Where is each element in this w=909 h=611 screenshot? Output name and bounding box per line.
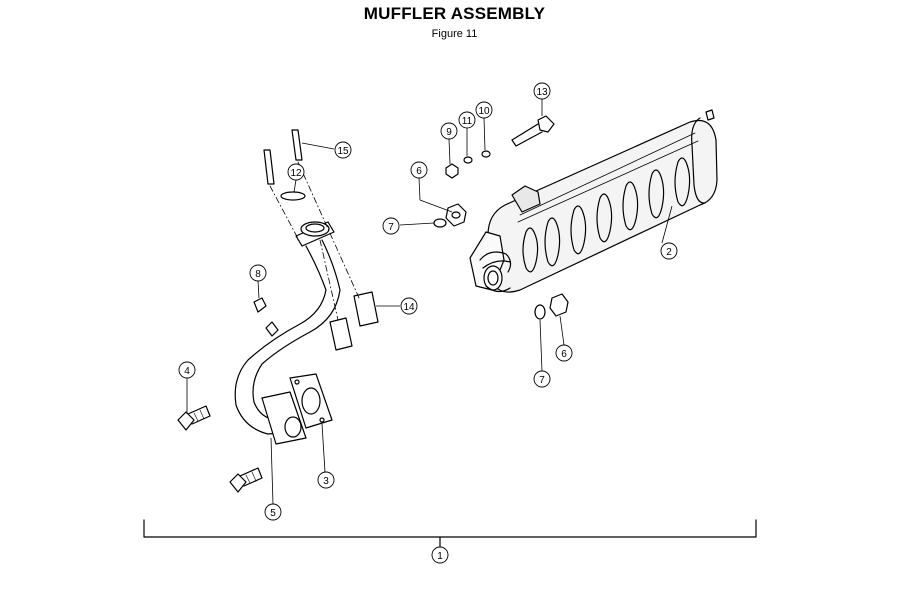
callout-14-label: 14 — [403, 302, 415, 313]
muffler-body — [469, 109, 718, 293]
callout-1-label: 1 — [437, 551, 443, 562]
callout-14 — [400, 297, 418, 315]
callout-6b — [555, 344, 573, 362]
callout-2 — [660, 242, 678, 260]
callout-3-label: 3 — [323, 476, 329, 487]
callout-8 — [249, 264, 267, 282]
nut-9 — [445, 163, 459, 179]
callout-7b — [533, 370, 551, 388]
lockwasher-11 — [463, 156, 473, 164]
callout-4-label: 4 — [184, 366, 190, 377]
sleeves — [329, 291, 379, 351]
callout-9 — [440, 122, 458, 140]
callout-5-label: 5 — [270, 508, 276, 519]
exhaust-pipe — [234, 221, 341, 445]
callout-10-label: 10 — [478, 106, 490, 117]
callout-6 — [410, 161, 428, 179]
callout-7 — [382, 217, 400, 235]
bolt-upper — [177, 405, 211, 431]
washer-lower — [534, 304, 546, 320]
nut-upper — [445, 203, 467, 227]
callout-10 — [475, 101, 493, 119]
callout-13-label: 13 — [536, 87, 548, 98]
callout-6-label: 6 — [416, 166, 422, 177]
nut-lower — [549, 293, 569, 317]
figure-label: Figure 11 — [431, 28, 478, 40]
callout-1 — [431, 546, 449, 564]
callout-8-label: 8 — [255, 269, 261, 280]
callout-13 — [533, 82, 551, 100]
callout-15-label: 15 — [337, 146, 349, 157]
callout-11-label: 11 — [462, 116, 473, 127]
callout-12 — [287, 163, 305, 181]
callout-2-label: 2 — [666, 247, 672, 258]
callout-7-label: 7 — [388, 222, 394, 233]
callout-9-label: 9 — [446, 127, 452, 138]
bolt-lower — [229, 467, 263, 493]
seal-ring — [280, 191, 306, 201]
gasket — [289, 373, 333, 429]
assembly-bracket — [143, 519, 757, 538]
callout-12-label: 12 — [290, 168, 302, 179]
callout-15 — [334, 141, 352, 159]
callout-3 — [317, 471, 335, 489]
callout-4 — [178, 361, 196, 379]
callout-6b-label: 6 — [561, 349, 567, 360]
callout-11 — [458, 111, 476, 129]
diagram-title: MUFFLER ASSEMBLY — [363, 4, 546, 23]
callout-7b-label: 7 — [539, 375, 545, 386]
bolt-13 — [511, 115, 555, 147]
callout-5 — [264, 503, 282, 521]
washer-upper — [433, 218, 447, 228]
studs — [263, 129, 303, 185]
washer-10 — [481, 150, 491, 158]
screw — [253, 297, 267, 313]
